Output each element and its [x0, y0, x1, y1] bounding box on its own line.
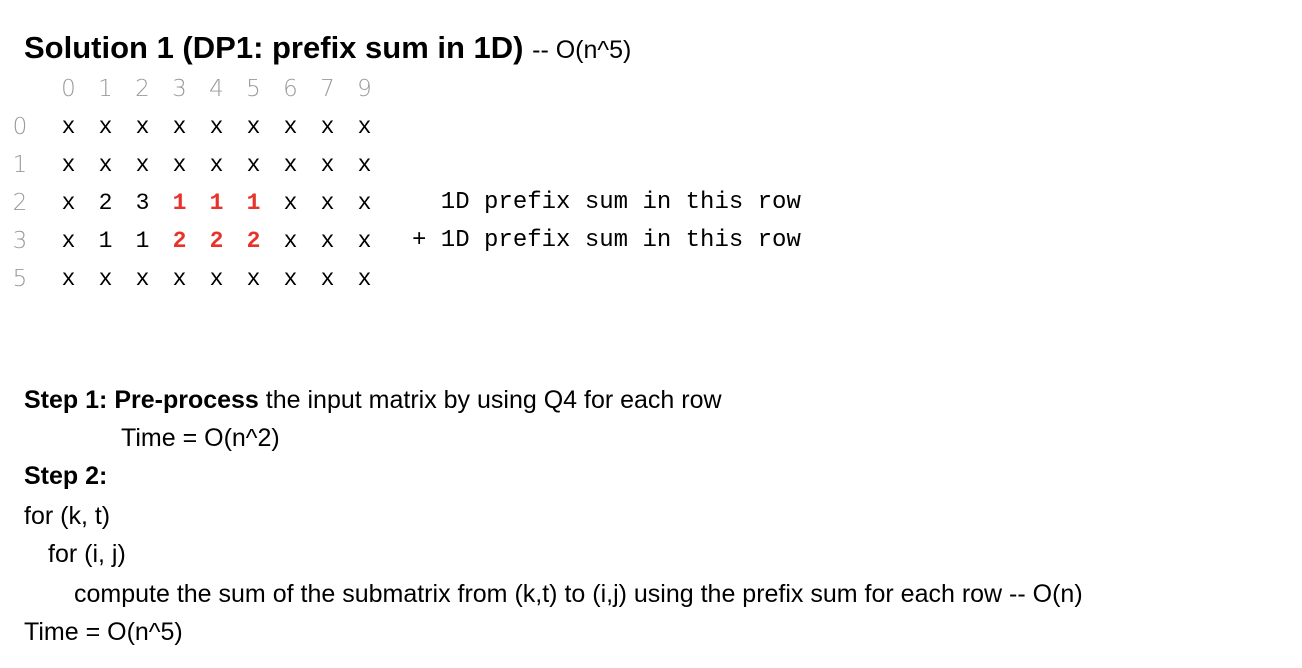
col-header: 4: [209, 76, 224, 102]
col-header: 6: [283, 76, 298, 102]
matrix-cell: 3: [135, 190, 150, 216]
title-main: Solution 1 (DP1: prefix sum in 1D): [24, 30, 524, 65]
row-header: 5: [12, 266, 28, 292]
total-time: Time = O(n^5): [24, 618, 183, 646]
matrix-cell: x: [320, 190, 335, 216]
matrix-cell: x: [61, 266, 76, 292]
matrix-cell: x: [98, 114, 113, 140]
matrix-cell: x: [320, 266, 335, 292]
matrix-cell: 1: [172, 190, 187, 216]
row-header: 2: [12, 190, 28, 216]
row-header: 1: [12, 152, 28, 178]
matrix-cell: x: [320, 228, 335, 254]
note-row-2: 1D prefix sum in this row: [412, 189, 801, 216]
matrix-cell: 1: [135, 228, 150, 254]
col-header: 2: [135, 76, 150, 102]
matrix-cell: x: [61, 114, 76, 140]
loop-outer: for (k, t): [24, 502, 111, 530]
matrix-cell: 2: [98, 190, 113, 216]
matrix-cell: x: [172, 152, 187, 178]
step-1: Step 1: Pre-process the input matrix by …: [24, 386, 722, 415]
step-1-bold: Pre-process: [114, 386, 259, 414]
row-header: 0: [12, 114, 28, 140]
step-1-time: Time = O(n^2): [121, 424, 280, 452]
matrix-cell: x: [98, 152, 113, 178]
col-header: 9: [357, 76, 372, 102]
matrix-cell: x: [283, 228, 298, 254]
step-1-rest: the input matrix by using Q4 for each ro…: [258, 386, 722, 414]
step-1-label: Step 1:: [24, 386, 108, 414]
matrix-cell: 2: [209, 228, 224, 254]
matrix-cell: x: [357, 152, 372, 178]
matrix-cell: 1: [209, 190, 224, 216]
col-header: 7: [320, 76, 335, 102]
matrix-cell: x: [135, 152, 150, 178]
page-title: Solution 1 (DP1: prefix sum in 1D) -- O(…: [24, 30, 631, 66]
matrix-cell: x: [246, 152, 261, 178]
matrix-cell: x: [320, 114, 335, 140]
matrix-cell: x: [283, 114, 298, 140]
compute-line: compute the sum of the submatrix from (k…: [74, 580, 1083, 608]
matrix-cell: 2: [246, 228, 261, 254]
matrix-cell: x: [357, 228, 372, 254]
matrix-cell: x: [135, 266, 150, 292]
matrix-cell: 1: [98, 228, 113, 254]
matrix-cell: x: [98, 266, 113, 292]
matrix-cell: x: [357, 190, 372, 216]
col-header: 3: [172, 76, 187, 102]
title-complexity: -- O(n^5): [532, 36, 632, 64]
matrix-cell: x: [172, 114, 187, 140]
col-header: 1: [98, 76, 113, 102]
matrix-cell: x: [283, 266, 298, 292]
matrix-cell: x: [135, 114, 150, 140]
col-header: 5: [246, 76, 261, 102]
matrix-cell: x: [209, 266, 224, 292]
matrix-cell: x: [357, 114, 372, 140]
matrix-cell: x: [61, 228, 76, 254]
matrix-cell: x: [283, 190, 298, 216]
matrix-cell: x: [246, 114, 261, 140]
matrix-cell: 1: [246, 190, 261, 216]
matrix-cell: x: [246, 266, 261, 292]
matrix-cell: x: [61, 152, 76, 178]
matrix-cell: x: [283, 152, 298, 178]
matrix-cell: x: [209, 114, 224, 140]
note-row-3: + 1D prefix sum in this row: [412, 227, 801, 254]
matrix-cell: x: [61, 190, 76, 216]
col-header: 0: [61, 76, 76, 102]
matrix-cell: x: [209, 152, 224, 178]
matrix-cell: x: [172, 266, 187, 292]
matrix-cell: 2: [172, 228, 187, 254]
matrix-cell: x: [320, 152, 335, 178]
row-header: 3: [12, 228, 28, 254]
loop-inner: for (i, j): [48, 540, 126, 568]
step-2-label: Step 2:: [24, 462, 108, 490]
matrix-cell: x: [357, 266, 372, 292]
